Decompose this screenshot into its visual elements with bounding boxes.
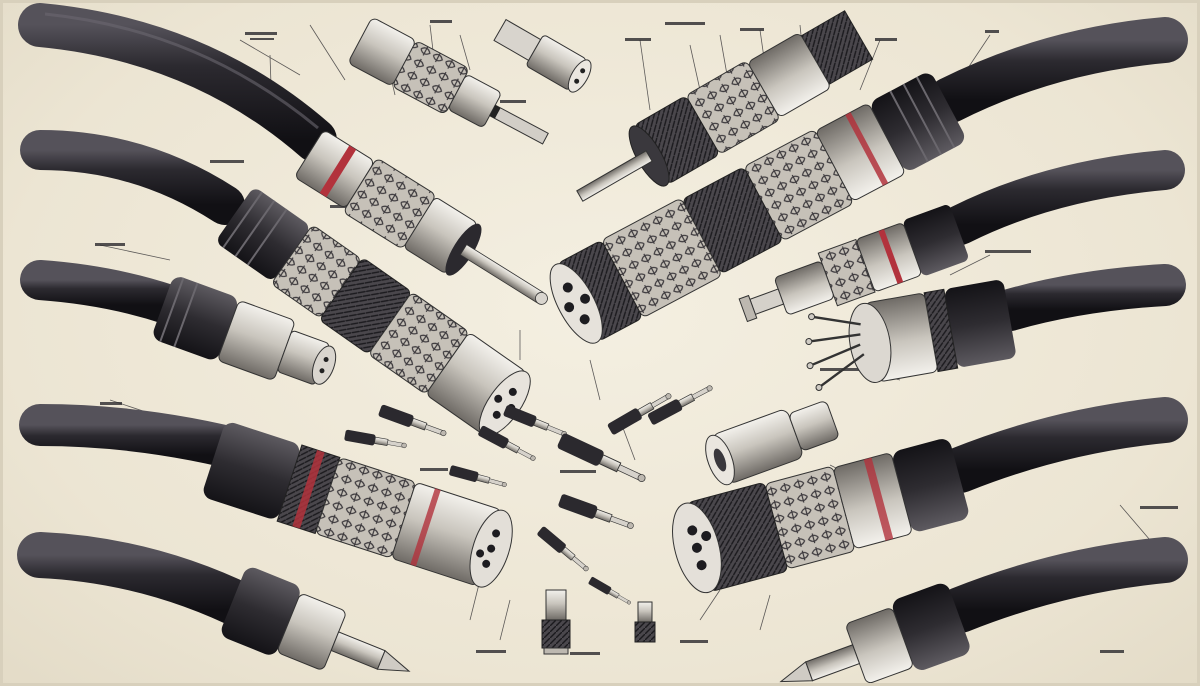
left-connector-2 [218, 189, 531, 437]
right-connector-4 [672, 439, 969, 594]
top-connector-left [349, 18, 549, 145]
right-cable-4 [937, 397, 1188, 493]
top-xlr-plug [493, 18, 592, 93]
left-connector-5 [221, 567, 411, 672]
right-cable-5 [937, 537, 1188, 633]
right-cable-1 [927, 17, 1188, 123]
right-connector-5 [779, 583, 970, 684]
left-cable-1 [18, 3, 337, 162]
right-connector-2 [738, 205, 968, 323]
right-connector-3 [805, 280, 1016, 391]
top-right-connector [576, 10, 874, 202]
left-cable-2 [20, 130, 245, 225]
left-connector-4 [203, 422, 513, 588]
left-connector-3 [153, 277, 337, 385]
left-cable-3 [20, 260, 190, 325]
right-connector-1 [549, 73, 965, 344]
small-upright-connectors [541, 589, 656, 655]
right-cable-3 [989, 264, 1186, 331]
center-barrel-adapter [705, 401, 839, 486]
left-connector-1 [296, 131, 548, 305]
left-cable-5 [17, 532, 273, 633]
right-cable-2 [940, 150, 1185, 245]
